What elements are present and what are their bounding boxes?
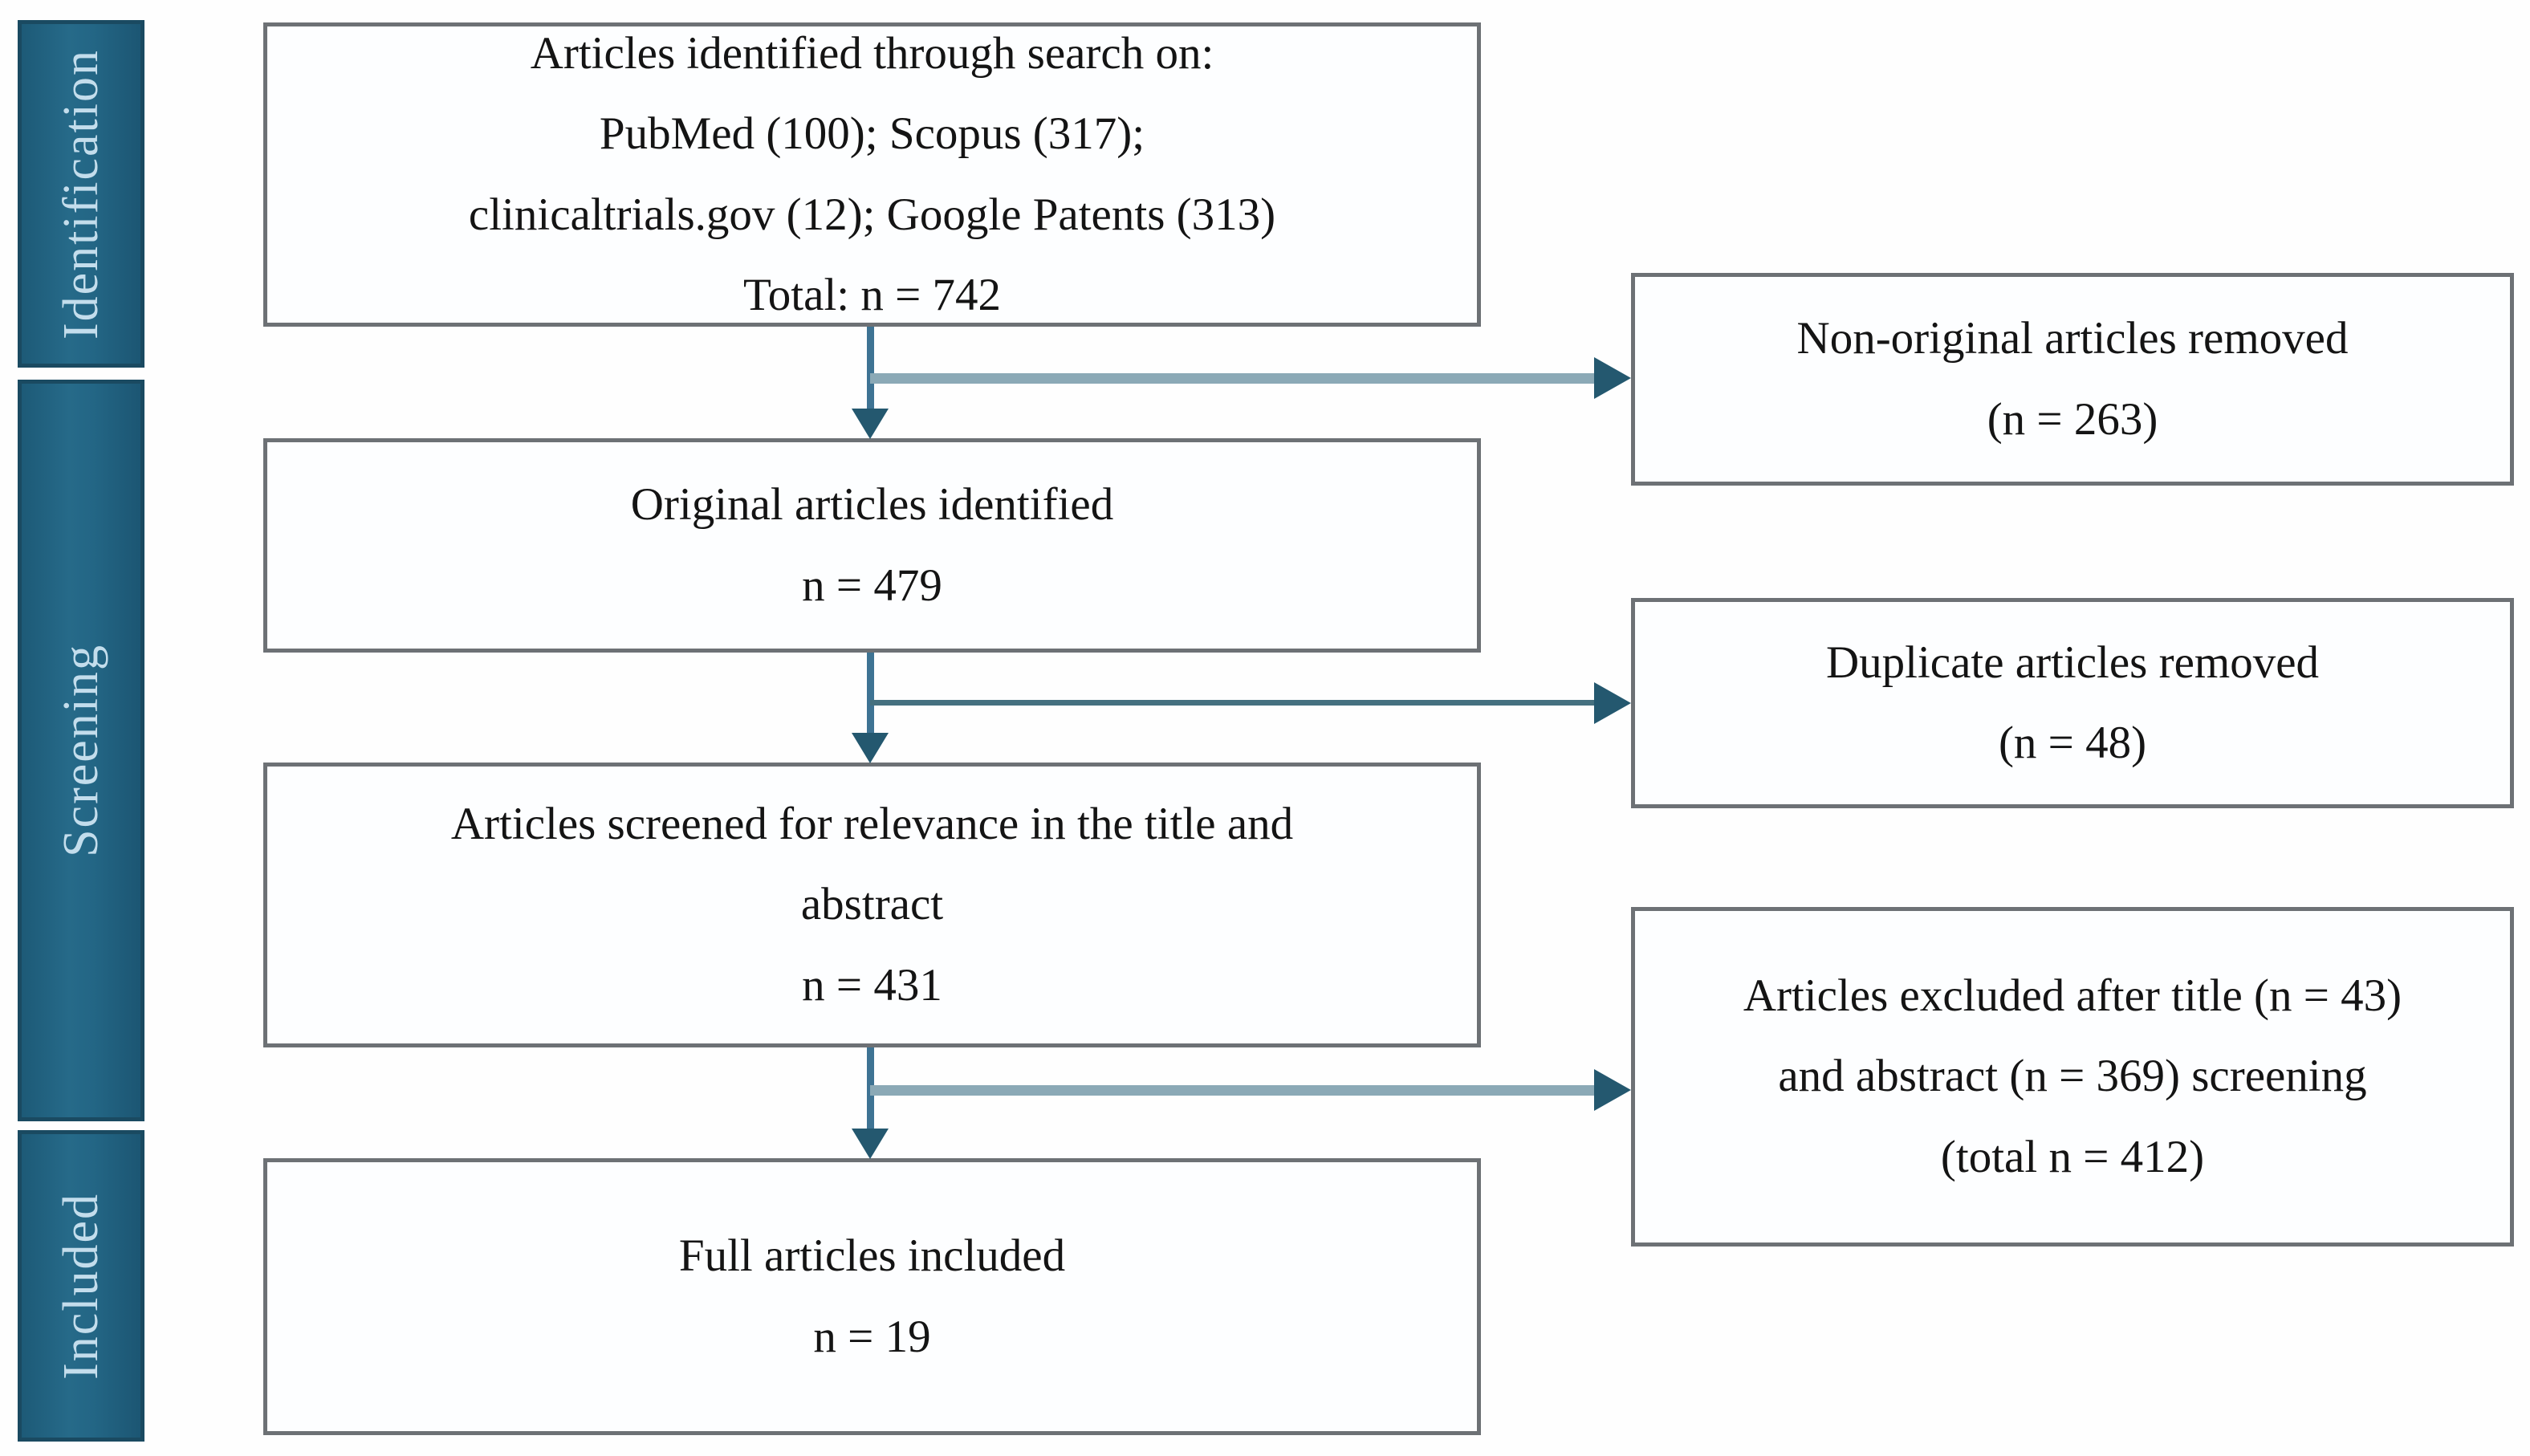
box-line: (total n = 412) xyxy=(1940,1131,2205,1182)
box-line: Articles excluded after title (n = 43) xyxy=(1743,970,2402,1022)
box-duplicates-removed: Duplicate articles removed (n = 48) xyxy=(1631,598,2514,808)
arrowhead-right-into-duplicates-removed xyxy=(1594,682,1631,724)
arrowhead-right-into-articles-excluded xyxy=(1594,1069,1631,1111)
connector-line-to-non-original-removed xyxy=(870,373,1596,384)
stage-label-identification: Identification xyxy=(53,48,108,340)
stage-label-included: Included xyxy=(53,1192,108,1380)
stage-bar-identification: Identification xyxy=(18,20,144,368)
box-articles-excluded: Articles excluded after title (n = 43) a… xyxy=(1631,907,2514,1247)
arrowhead-down-into-box2 xyxy=(852,409,889,439)
box-line: (n = 263) xyxy=(1987,393,2158,445)
box-line: (n = 48) xyxy=(1998,718,2147,768)
box-line: Duplicate articles removed xyxy=(1825,636,2320,688)
stage-bar-included: Included xyxy=(18,1130,144,1442)
box-line: PubMed (100); Scopus (317); xyxy=(599,108,1145,160)
box-line: Articles identified through search on: xyxy=(530,27,1214,79)
box-line: Total: n = 742 xyxy=(742,269,1002,320)
box-line: Full articles included xyxy=(678,1230,1066,1282)
connector-line-to-duplicates-removed xyxy=(870,700,1596,706)
box-full-articles-included: Full articles included n = 19 xyxy=(263,1158,1481,1435)
box-line: n = 479 xyxy=(802,559,942,611)
stage-label-screening: Screening xyxy=(53,644,108,857)
box-original-articles: Original articles identified n = 479 xyxy=(263,438,1481,653)
arrowhead-down-into-box3 xyxy=(852,733,889,763)
box-articles-identified: Articles identified through search on: P… xyxy=(263,22,1481,327)
arrowhead-down-into-box4 xyxy=(852,1129,889,1159)
connector-line-box2-box3 xyxy=(867,653,874,735)
box-line: Original articles identified xyxy=(630,479,1114,531)
stage-bar-screening: Screening xyxy=(18,380,144,1121)
connector-line-box1-box2 xyxy=(867,327,874,411)
box-line: and abstract (n = 369) screening xyxy=(1778,1051,2367,1102)
box-line: abstract xyxy=(800,879,944,930)
box-line: Non-original articles removed xyxy=(1796,313,2349,364)
box-line: Articles screened for relevance in the t… xyxy=(450,799,1294,850)
connector-line-to-articles-excluded xyxy=(870,1085,1596,1096)
box-line: n = 19 xyxy=(813,1311,931,1362)
box-articles-screened: Articles screened for relevance in the t… xyxy=(263,763,1481,1047)
box-non-original-removed: Non-original articles removed (n = 263) xyxy=(1631,273,2514,486)
arrowhead-right-into-non-original-removed xyxy=(1594,357,1631,399)
box-line: n = 431 xyxy=(802,959,942,1011)
box-line: clinicaltrials.gov (12); Google Patents … xyxy=(468,189,1276,240)
